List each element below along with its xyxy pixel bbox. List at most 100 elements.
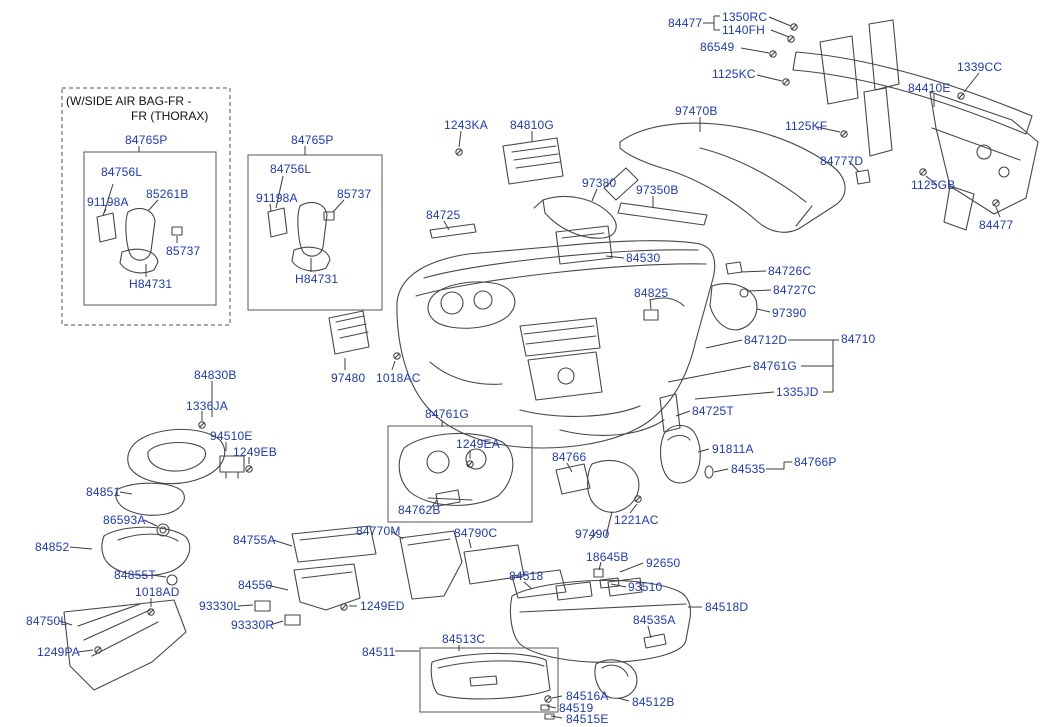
note-line-2: FR (THORAX): [131, 109, 209, 123]
part-label-93330r: 93330R: [231, 618, 275, 632]
part-label-1125gb: 1125GB: [911, 178, 956, 192]
crash-pad-main-drawing: [396, 240, 716, 449]
part-label-91198a: 91198A: [256, 191, 298, 205]
part-label-1335jd: 1335JD: [776, 385, 819, 399]
airbag-variant-note: (W/SIDE AIR BAG-FR - FR (THORAX): [66, 94, 208, 124]
part-label-84550: 84550: [238, 578, 273, 592]
part-label-84770m: 84770M: [356, 524, 401, 538]
airbag-variant-box-drawing: [61, 87, 231, 326]
part-label-85261b: 85261B: [146, 187, 189, 201]
part-label-84766p: 84766P: [794, 455, 837, 469]
part-label-86593a: 86593A: [103, 513, 146, 527]
part-label-84726c: 84726C: [768, 264, 812, 278]
part-label-91198a: 91198A: [87, 195, 129, 209]
part-label-1018ad: 1018AD: [135, 585, 180, 599]
center-facia-box-drawing: [387, 425, 533, 523]
leader-lines: [59, 15, 1001, 719]
part-label-84516a: 84516A: [566, 689, 609, 703]
part-label-84761g: 84761G: [425, 407, 469, 421]
lower-left-panel-drawing: [63, 599, 187, 691]
part-label-84535: 84535: [731, 462, 766, 476]
part-label-1243ka: 1243KA: [444, 118, 488, 132]
part-label-84830b: 84830B: [194, 368, 237, 382]
screw-glyph: [782, 78, 790, 86]
part-label-1140fh: 1140FH: [722, 23, 766, 37]
part-label-84477: 84477: [668, 16, 703, 30]
part-label-97490: 97490: [575, 527, 610, 541]
screw-glyph: [957, 92, 965, 100]
part-label-94510e: 94510E: [210, 429, 253, 443]
screw-glyph: [634, 495, 642, 503]
standard-variant-box-drawing: [247, 154, 383, 311]
part-label-85737: 85737: [166, 244, 201, 258]
part-label-84765p: 84765P: [291, 133, 334, 147]
part-label-84512b: 84512B: [632, 695, 675, 709]
part-label-84712d: 84712D: [744, 333, 788, 347]
part-label-84511: 84511: [362, 645, 396, 659]
part-label-1249eb: 1249EB: [233, 445, 277, 459]
part-label-84477: 84477: [979, 218, 1014, 232]
part-label-85737: 85737: [337, 187, 372, 201]
defroster-grille-drawing: [617, 202, 708, 226]
part-label-1125kc: 1125KC: [712, 67, 756, 81]
part-label-1221ac: 1221AC: [614, 513, 659, 527]
part-label-1125kf: 1125KF: [785, 119, 828, 133]
part-label-86549: 86549: [700, 40, 735, 54]
side-cover-drawing: [659, 424, 714, 484]
part-label-84766: 84766: [552, 450, 587, 464]
part-label-1249ea: 1249EA: [456, 437, 500, 451]
part-label-84530: 84530: [626, 251, 661, 265]
side-defroster-duct-drawing: [533, 195, 617, 239]
part-label-1249pa: 1249PA: [37, 645, 81, 659]
screw-glyph: [769, 50, 777, 58]
part-label-84777d: 84777D: [820, 154, 864, 168]
glove-box-drawings: [419, 568, 692, 720]
center-speaker-grille-drawing: [502, 137, 564, 185]
part-label-h84731: H84731: [129, 277, 173, 291]
part-label-97390: 97390: [772, 306, 807, 320]
screw-glyph: [340, 603, 348, 611]
part-label-84825: 84825: [634, 286, 669, 300]
side-vent-drawing: [328, 310, 370, 355]
screw-glyph: [393, 352, 401, 360]
screw-glyph: [790, 23, 798, 31]
part-label-84519: 84519: [559, 701, 594, 715]
part-label-97380: 97380: [582, 176, 617, 190]
part-label-84518d: 84518D: [705, 600, 749, 614]
part-label-84725: 84725: [426, 208, 461, 222]
part-label-84710: 84710: [841, 332, 876, 346]
screw-glyph: [198, 421, 206, 429]
part-label-93510: 93510: [628, 580, 663, 594]
part-label-91811a: 91811A: [712, 442, 754, 456]
screw-glyph: [992, 199, 1000, 207]
screw-glyph: [919, 168, 927, 176]
part-label-84750l: 84750L: [26, 614, 68, 628]
screw-glyph: [466, 460, 474, 468]
screw-glyph: [245, 465, 253, 473]
screw-glyph: [544, 695, 552, 703]
part-label-h84731: H84731: [295, 272, 339, 286]
part-label-84410e: 84410E: [908, 81, 951, 95]
part-label-18645b: 18645B: [586, 550, 629, 564]
part-label-84855t: 84855T: [114, 568, 156, 582]
screw-glyph: [455, 148, 463, 156]
screw-glyph: [147, 608, 155, 616]
screw-glyph: [840, 130, 848, 138]
part-label-84765p: 84765P: [125, 133, 168, 147]
part-label-84852: 84852: [35, 540, 70, 554]
steering-cowl-drawings: [101, 428, 245, 586]
part-label-84851: 84851: [86, 485, 121, 499]
part-label-84756l: 84756L: [101, 165, 143, 179]
part-label-1339cc: 1339CC: [957, 60, 1003, 74]
part-label-84518: 84518: [509, 569, 544, 583]
cross-member-drawing: [792, 19, 1039, 231]
small-parts-drawings: [429, 169, 871, 433]
screw-glyph: [787, 35, 795, 43]
part-label-84761g: 84761G: [753, 359, 797, 373]
screw-glyph: [94, 646, 102, 654]
fastener-glyphs: [94, 23, 1000, 703]
part-label-84513c: 84513C: [442, 632, 486, 646]
part-label-97480: 97480: [331, 371, 366, 385]
